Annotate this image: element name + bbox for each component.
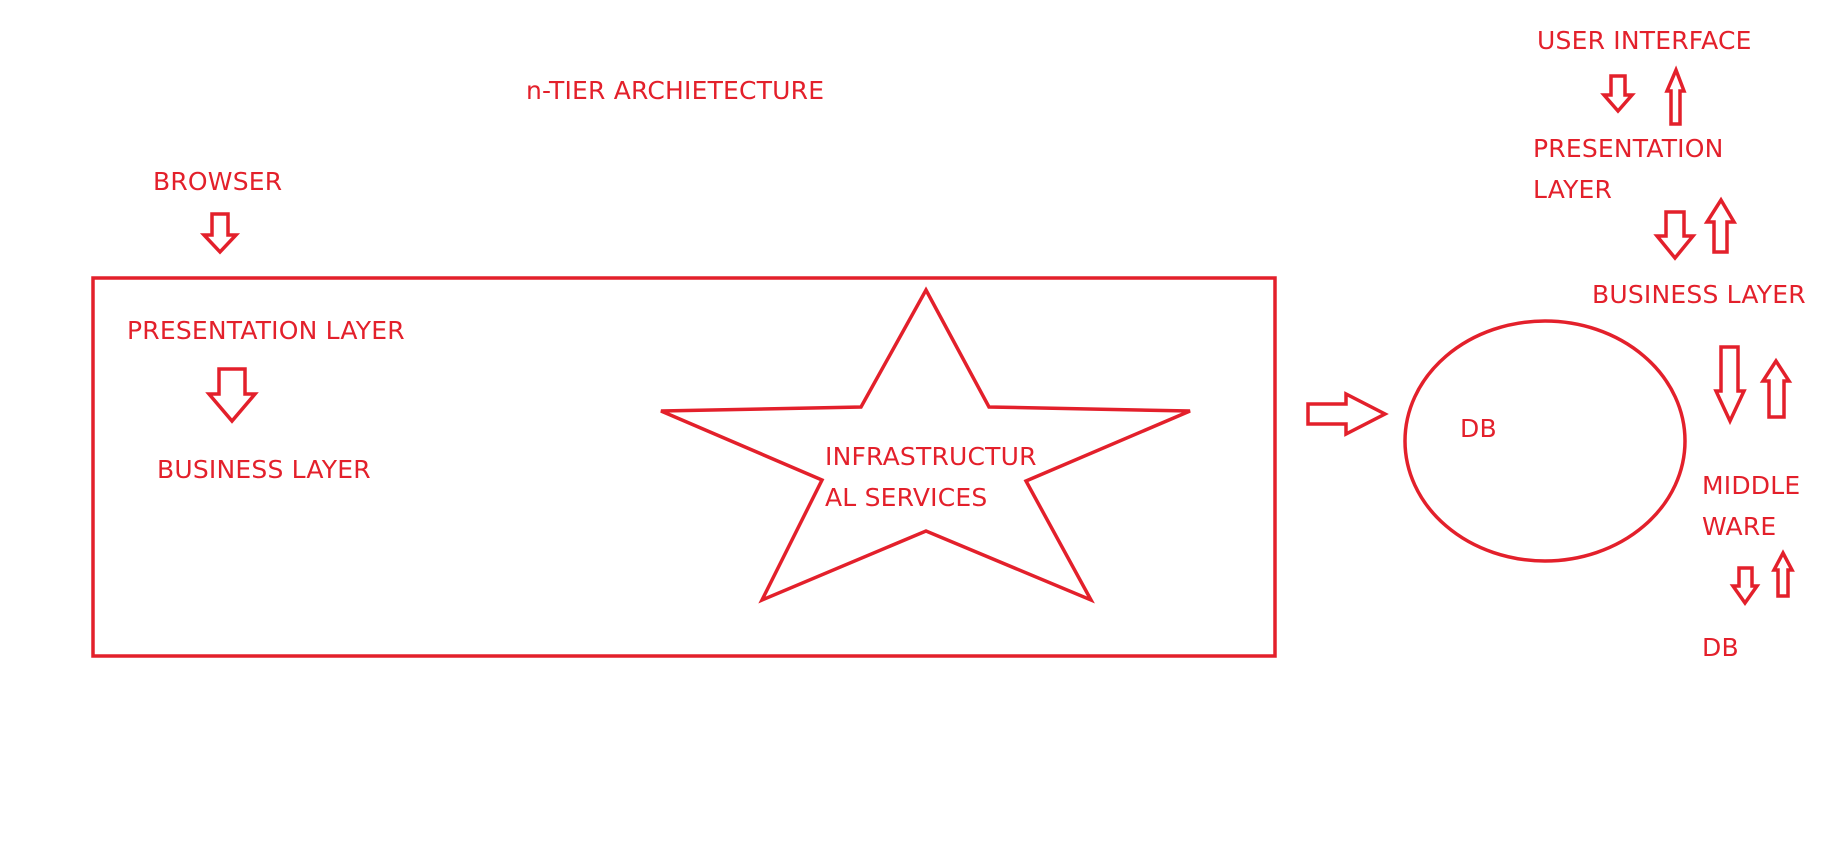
- user-interface-label: USER INTERFACE: [1537, 26, 1752, 55]
- db-ellipse: [1403, 319, 1687, 563]
- right-presentation-layer-label: PRESENTATION LAYER: [1533, 134, 1724, 204]
- middleware-up-arrow: [1771, 549, 1795, 598]
- presentation-layer-label: PRESENTATION LAYER: [127, 316, 405, 345]
- business-up-arrow: [1759, 357, 1793, 419]
- infrastructural-services-label: INFRASTRUCTUR AL SERVICES: [825, 442, 1037, 512]
- browser-label: BROWSER: [153, 167, 283, 196]
- infrastructural-services-star: [660, 286, 1191, 604]
- db-ellipse-label: DB: [1460, 414, 1497, 443]
- middleware-down-arrow: [1729, 566, 1761, 607]
- presentation-down-arrow: [1653, 210, 1697, 261]
- browser-down-arrow: [199, 212, 241, 255]
- middleware-label: MIDDLE WARE: [1702, 471, 1801, 541]
- box-to-db-arrow: [1306, 391, 1389, 437]
- ui-up-arrow: [1664, 65, 1687, 126]
- business-down-arrow: [1713, 345, 1747, 426]
- presentation-up-arrow: [1703, 196, 1738, 254]
- business-layer-label: BUSINESS LAYER: [157, 455, 371, 484]
- ui-down-arrow: [1600, 74, 1636, 114]
- right-db-label: DB: [1702, 633, 1739, 662]
- presentation-to-business-arrow: [205, 367, 259, 424]
- diagram-title: n-TIER ARCHIETECTURE: [526, 76, 825, 105]
- right-business-layer-label: BUSINESS LAYER: [1592, 280, 1806, 309]
